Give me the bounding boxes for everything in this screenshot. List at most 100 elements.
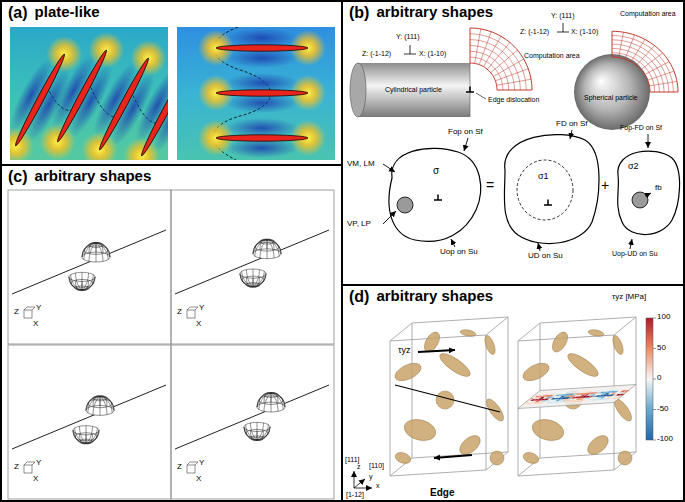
particle <box>490 451 504 465</box>
dislocation-line <box>12 385 166 449</box>
colorbar-tick <box>653 409 656 410</box>
figure-label: FD on Sf <box>556 120 588 129</box>
force-arrow <box>538 243 540 251</box>
panel-title: arbitrary shapes <box>376 287 493 306</box>
dashed-contour <box>517 160 573 220</box>
panel-title: (d) <box>349 287 369 306</box>
dislocation-symbol <box>469 86 471 92</box>
figure-label: Cylindrical particle <box>385 86 442 94</box>
hemisphere-fill <box>86 396 114 415</box>
hemisphere-meridian <box>242 271 265 286</box>
grid-radial <box>475 29 481 63</box>
plate-body <box>216 45 308 51</box>
grid-radial <box>648 71 674 80</box>
panel-title: plate-like <box>35 3 100 22</box>
axis-y <box>563 23 564 32</box>
panel-title: (c) <box>8 167 28 186</box>
particle <box>483 334 497 356</box>
particle <box>564 391 582 409</box>
cube-edge <box>614 452 636 470</box>
grid-radial <box>470 28 471 63</box>
figure-label: σ2 <box>628 162 639 172</box>
figure-label: Z: (-1-12) <box>520 28 549 36</box>
hemisphere-meridian <box>75 428 98 443</box>
subpanel-frame <box>8 190 171 344</box>
figure-label: Y: (111) <box>551 12 574 20</box>
figure-label: Computation area <box>620 10 676 18</box>
colorbar-tick <box>653 440 656 441</box>
panel-b-art <box>350 23 680 251</box>
figure-label: Spherical particle <box>584 94 638 102</box>
leader-line <box>476 93 486 99</box>
figure-label: Z <box>177 308 182 317</box>
hemisphere-meridian <box>82 272 83 290</box>
dislocation-line <box>395 385 500 412</box>
particle <box>456 432 483 458</box>
force-arrow <box>645 193 651 196</box>
grid-radial <box>619 32 624 57</box>
plate-body <box>216 90 308 96</box>
figure-label: 0 <box>657 374 661 383</box>
figure-label: x <box>376 482 380 490</box>
figure-label: Y <box>36 459 41 468</box>
cylinder-body <box>358 63 470 117</box>
force-arrow <box>383 164 395 172</box>
figure-label: 50 <box>657 344 666 353</box>
cube-edge <box>486 317 508 335</box>
figure-label: + <box>601 178 609 193</box>
axis-y <box>410 45 411 54</box>
axis-icon <box>187 310 195 318</box>
axis-z <box>354 471 355 488</box>
axis-icon <box>24 310 32 318</box>
hemisphere-meridian <box>271 392 272 412</box>
dislocation-line <box>12 230 166 294</box>
axis-icon <box>187 462 198 465</box>
dislocation-line <box>175 385 329 449</box>
dislocation-line <box>175 230 329 294</box>
figure-label: fb <box>655 184 662 193</box>
figure-label: Y <box>36 304 41 313</box>
figure-label: UD on Su <box>528 252 563 261</box>
hemisphere-meridian <box>259 393 283 410</box>
figure-label: Uop on Su <box>440 248 478 257</box>
particle <box>530 416 566 444</box>
grid-radial <box>612 31 613 57</box>
figure-label: [110] <box>369 462 384 470</box>
hemisphere-meridian <box>88 396 112 413</box>
colorbar-tick <box>653 348 656 349</box>
particle <box>437 350 473 380</box>
figure-panel: (b)arbitrary shapes <box>341 0 685 286</box>
figure-label: Y: (111) <box>396 33 419 41</box>
figure-label: τyz <box>398 346 411 356</box>
grid-radial <box>479 32 491 65</box>
axis-icon <box>187 307 198 310</box>
cube-edge <box>390 341 391 476</box>
figure-label: X <box>33 320 38 329</box>
grid-arc <box>612 57 650 92</box>
cube-edge <box>540 317 636 323</box>
figure-label: Uop-UD on Su <box>612 250 658 258</box>
dislocation-symbol <box>547 199 549 205</box>
figure-label: X <box>196 320 201 329</box>
panel-title: arbitrary shapes <box>35 167 152 186</box>
hemisphere-meridian <box>71 275 94 290</box>
grid-radial <box>487 43 509 70</box>
particle <box>611 334 625 356</box>
figure-label: τyz [MPa] <box>612 293 646 302</box>
figure-label: VM, LM <box>347 160 375 169</box>
stress-high-zone <box>166 40 168 89</box>
figure-panel: (c) arbitrary shapes <box>0 164 343 502</box>
plate-body <box>216 135 308 141</box>
hemisphere-meridian <box>84 243 108 260</box>
particle <box>618 451 632 465</box>
grid-radial <box>491 50 518 72</box>
cube-edge <box>390 470 486 476</box>
hemisphere-fill <box>253 240 281 259</box>
axis-x <box>563 32 569 33</box>
figure-label: Fop-FD on Sf <box>620 124 662 132</box>
plate-precipitate <box>198 118 326 158</box>
slip-plane-outline <box>518 385 636 409</box>
panel-c-art <box>8 190 334 499</box>
particle <box>402 416 438 444</box>
grid-arc <box>612 53 655 92</box>
